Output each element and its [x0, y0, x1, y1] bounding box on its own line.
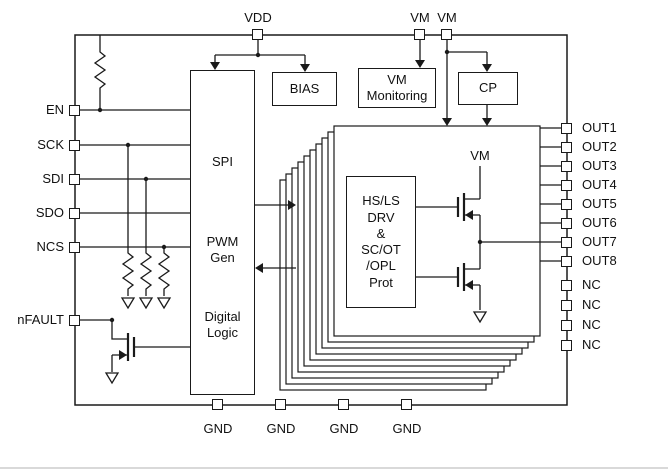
pin-label-ncs: NCS — [36, 239, 64, 254]
pin-pad-nc4 — [561, 340, 572, 351]
pin-label-gnd3: GND — [329, 421, 359, 436]
ground-icon — [138, 297, 154, 310]
pin-pad-out6 — [561, 218, 572, 229]
pin-pad-vm1 — [414, 29, 425, 40]
signal-wires — [80, 35, 561, 372]
ground-icon — [156, 297, 172, 310]
ground-icon — [104, 372, 120, 385]
ground-icon — [120, 297, 136, 310]
pin-pad-out4 — [561, 180, 572, 191]
pin-pad-en — [69, 105, 80, 116]
drv-protection-block: HS/LS DRV & SC/OT /OPL Prot — [346, 176, 416, 308]
spi-block-label: SPI — [212, 154, 233, 169]
ground-symbols — [104, 297, 488, 385]
pulldown-resistor-sck — [121, 145, 135, 296]
pin-label-gnd2: GND — [266, 421, 296, 436]
pin-label-en: EN — [45, 102, 64, 117]
pin-label-sdo: SDO — [35, 205, 64, 220]
pin-label-vm2: VM — [437, 10, 457, 25]
pwm-gen-block-label: PWM Gen — [206, 234, 239, 266]
vm-monitoring-label: VM Monitoring — [366, 71, 428, 103]
vdd-rail — [214, 40, 306, 64]
pin-pad-out7 — [561, 237, 572, 248]
pin-pad-out8 — [561, 256, 572, 267]
pin-label-nc4: NC — [582, 337, 601, 352]
pin-pad-vm2 — [441, 29, 452, 40]
pin-pad-out1 — [561, 123, 572, 134]
pin-label-out4: OUT4 — [582, 177, 617, 192]
pin-pad-nc2 — [561, 300, 572, 311]
ls-mosfet-wires — [416, 242, 481, 310]
pin-label-sck: SCK — [37, 137, 64, 152]
hs-mosfet-wires — [416, 166, 481, 242]
pin-label-out1: OUT1 — [582, 120, 617, 135]
pin-label-vm1: VM — [410, 10, 430, 25]
pin-pad-nc1 — [561, 280, 572, 291]
junction-dots — [97, 49, 483, 323]
pin-label-gnd4: GND — [392, 421, 422, 436]
pin-pad-gnd1 — [212, 399, 223, 410]
out-wires — [480, 127, 561, 262]
pullup-resistor — [93, 35, 107, 110]
pin-pad-out5 — [561, 199, 572, 210]
pin-label-sdi: SDI — [42, 171, 64, 186]
pin-label-out2: OUT2 — [582, 139, 617, 154]
pin-pad-sdi — [69, 174, 80, 185]
pin-label-out3: OUT3 — [582, 158, 617, 173]
nfault-mosfet-wires — [80, 319, 190, 372]
arrowheads — [119, 60, 492, 360]
pin-pad-gnd2 — [275, 399, 286, 410]
pin-label-nc2: NC — [582, 297, 601, 312]
bias-block-label: BIAS — [289, 80, 320, 96]
pin-pad-sck — [69, 140, 80, 151]
pin-label-out6: OUT6 — [582, 215, 617, 230]
pin-label-out7: OUT7 — [582, 234, 617, 249]
pulldown-resistor-ncs — [157, 247, 171, 296]
pin-pad-sdo — [69, 208, 80, 219]
drv-block-label: HS/LS DRV & SC/OT /OPL Prot — [361, 193, 401, 290]
charge-pump-block: CP — [458, 72, 518, 105]
pin-label-out5: OUT5 — [582, 196, 617, 211]
pin-pad-nc3 — [561, 320, 572, 331]
ground-icon — [472, 311, 488, 324]
pin-pad-ncs — [69, 242, 80, 253]
digital-logic-block-label: Digital Logic — [204, 309, 241, 341]
cp-block-label: CP — [478, 80, 498, 96]
pin-pad-gnd3 — [338, 399, 349, 410]
pin-label-vdd: VDD — [244, 10, 272, 25]
pin-pad-out2 — [561, 142, 572, 153]
pin-pad-gnd4 — [401, 399, 412, 410]
pin-pad-vdd — [252, 29, 263, 40]
vm-internal-label: VM — [464, 148, 496, 163]
pin-label-gnd1: GND — [203, 421, 233, 436]
pin-label-out8: OUT8 — [582, 253, 617, 268]
vm-monitoring-block: VM Monitoring — [358, 68, 436, 108]
pin-pad-out3 — [561, 161, 572, 172]
pulldown-resistor-sdi — [139, 179, 153, 296]
bias-block: BIAS — [272, 72, 337, 106]
pin-label-nfault: nFAULT — [17, 312, 64, 327]
pin-label-nc1: NC — [582, 277, 601, 292]
pin-pad-nfault — [69, 315, 80, 326]
spi-logic-block: SPI PWM Gen Digital Logic — [190, 70, 255, 395]
pin-label-nc3: NC — [582, 317, 601, 332]
